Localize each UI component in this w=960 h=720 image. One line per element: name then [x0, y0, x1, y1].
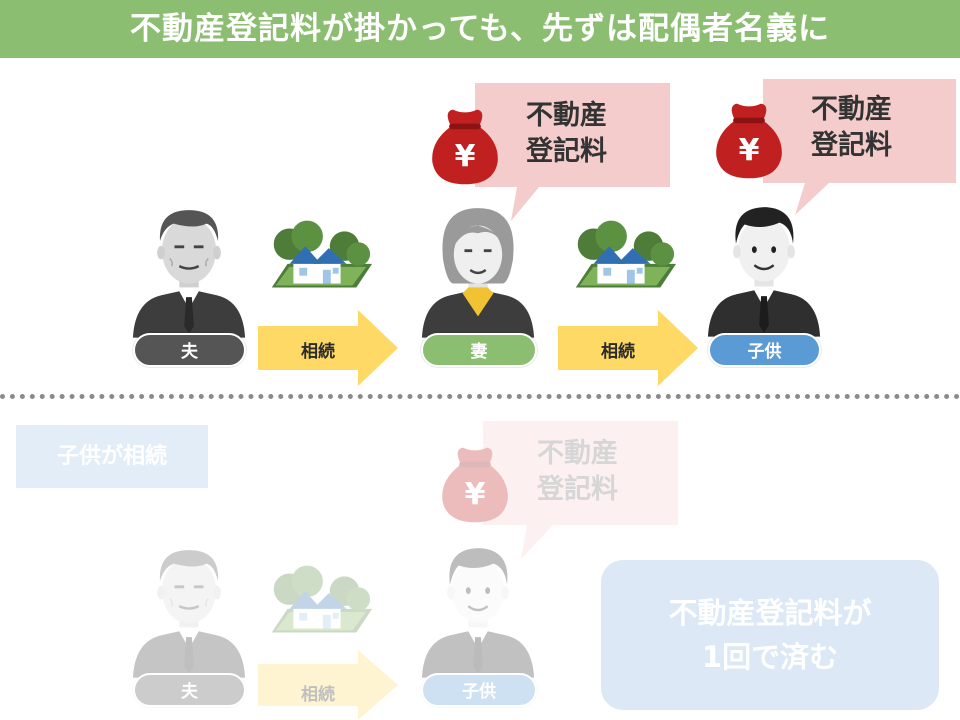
- old-man-icon: [131, 200, 247, 340]
- bubble-line-1: 不動産: [526, 100, 607, 131]
- speech-bubble-child: [763, 79, 956, 215]
- result-line-1: 不動産登記料が: [668, 596, 872, 630]
- bubble-text-wife: 不動産 登記料: [526, 98, 607, 170]
- bubble-line-2: 登記料: [811, 130, 892, 161]
- old-woman-icon: [420, 200, 536, 340]
- arrow-label: 相続: [301, 342, 335, 362]
- result-line-2: 1回で済む: [701, 640, 839, 674]
- label-child: 子供: [708, 333, 821, 367]
- house-icon: [562, 215, 680, 297]
- scenario-tag: 子供が相続: [16, 425, 208, 488]
- yen-symbol: ¥: [455, 139, 476, 174]
- inheritance-arrow: [558, 310, 698, 386]
- house-icon: [258, 215, 376, 297]
- bubble-line-1: 不動産: [811, 94, 892, 125]
- label-husband: 夫: [133, 673, 246, 707]
- bubble-text-child: 不動産 登記料: [811, 92, 892, 164]
- bubble-line-1: 不動産: [537, 438, 618, 469]
- result-callout: 不動産登記料が 1回で済む: [601, 560, 939, 710]
- yen-symbol: ¥: [465, 477, 486, 512]
- section-divider: [0, 394, 960, 399]
- arrow-label: 相続: [601, 342, 635, 362]
- label-child: 子供: [421, 673, 537, 707]
- label-wife: 妻: [421, 333, 537, 367]
- yen-symbol: ¥: [739, 133, 760, 168]
- bubble-line-2: 登記料: [537, 474, 618, 505]
- house-icon: [258, 560, 376, 642]
- young-man-icon: [420, 540, 536, 680]
- inheritance-arrow: [258, 310, 398, 386]
- title-banner: 不動産登記料が掛かっても、先ずは配偶者名義に: [0, 0, 960, 58]
- speech-bubble-wife: [475, 83, 670, 221]
- arrow-label: 相続: [301, 685, 335, 705]
- old-man-icon: [131, 540, 247, 680]
- money-bag-icon: ¥: [707, 98, 791, 182]
- bubble-text-child: 不動産 登記料: [537, 436, 618, 508]
- speech-bubble-child: [483, 421, 678, 559]
- money-bag-icon: ¥: [433, 442, 517, 526]
- inheritance-arrow: [258, 650, 398, 720]
- young-man-icon: [706, 198, 822, 340]
- label-husband: 夫: [133, 333, 246, 367]
- money-bag-icon: ¥: [423, 104, 507, 188]
- bubble-line-2: 登記料: [526, 136, 607, 167]
